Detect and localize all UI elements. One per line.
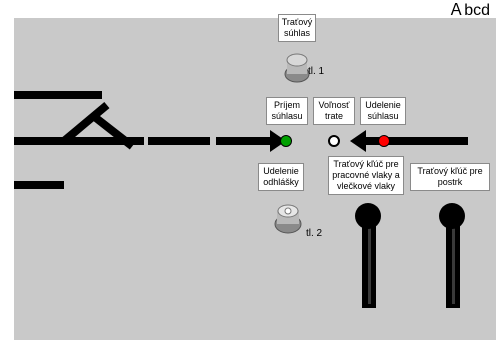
button-tl1-label: tl. 1 xyxy=(308,66,325,77)
button-tl1-knob[interactable] xyxy=(282,52,312,84)
label-udelenie-odhlasky: Udelenie odhlášky xyxy=(258,163,304,191)
button-tl2-knob[interactable] xyxy=(272,202,304,236)
button-tl2-label: tl. 2 xyxy=(306,228,323,239)
window-title-fragment: Ａbсd xyxy=(448,2,490,19)
track-main-middle xyxy=(148,137,210,145)
track-main-left xyxy=(14,137,144,145)
track-lower-branch xyxy=(14,181,64,189)
direction-arrow-left-icon xyxy=(350,130,468,152)
label-volnost-trate: Voľnosť trate xyxy=(313,97,355,125)
key-lever-postrk[interactable] xyxy=(436,200,468,312)
key-lever-pracovne-vlaky[interactable] xyxy=(352,200,384,312)
lamp-prijem-suhlasu xyxy=(280,135,292,147)
lamp-udelenie-suhlasu xyxy=(378,135,390,147)
label-key-postrk: Traťový kľúč pre postrk xyxy=(410,163,490,191)
lamp-volnost-trate xyxy=(328,135,340,147)
label-key-pracovne-vlaky: Traťový kľúč pre pracovné vlaky a vlečko… xyxy=(328,156,404,195)
label-prijem-suhlasu: Príjem súhlasu xyxy=(266,97,308,125)
label-udelenie-suhlasu: Udelenie súhlasu xyxy=(360,97,406,125)
label-tratovy-suhlas: Traťový súhlas xyxy=(278,14,316,42)
track-upper-branch xyxy=(14,91,102,99)
direction-arrow-right-icon xyxy=(216,130,286,152)
